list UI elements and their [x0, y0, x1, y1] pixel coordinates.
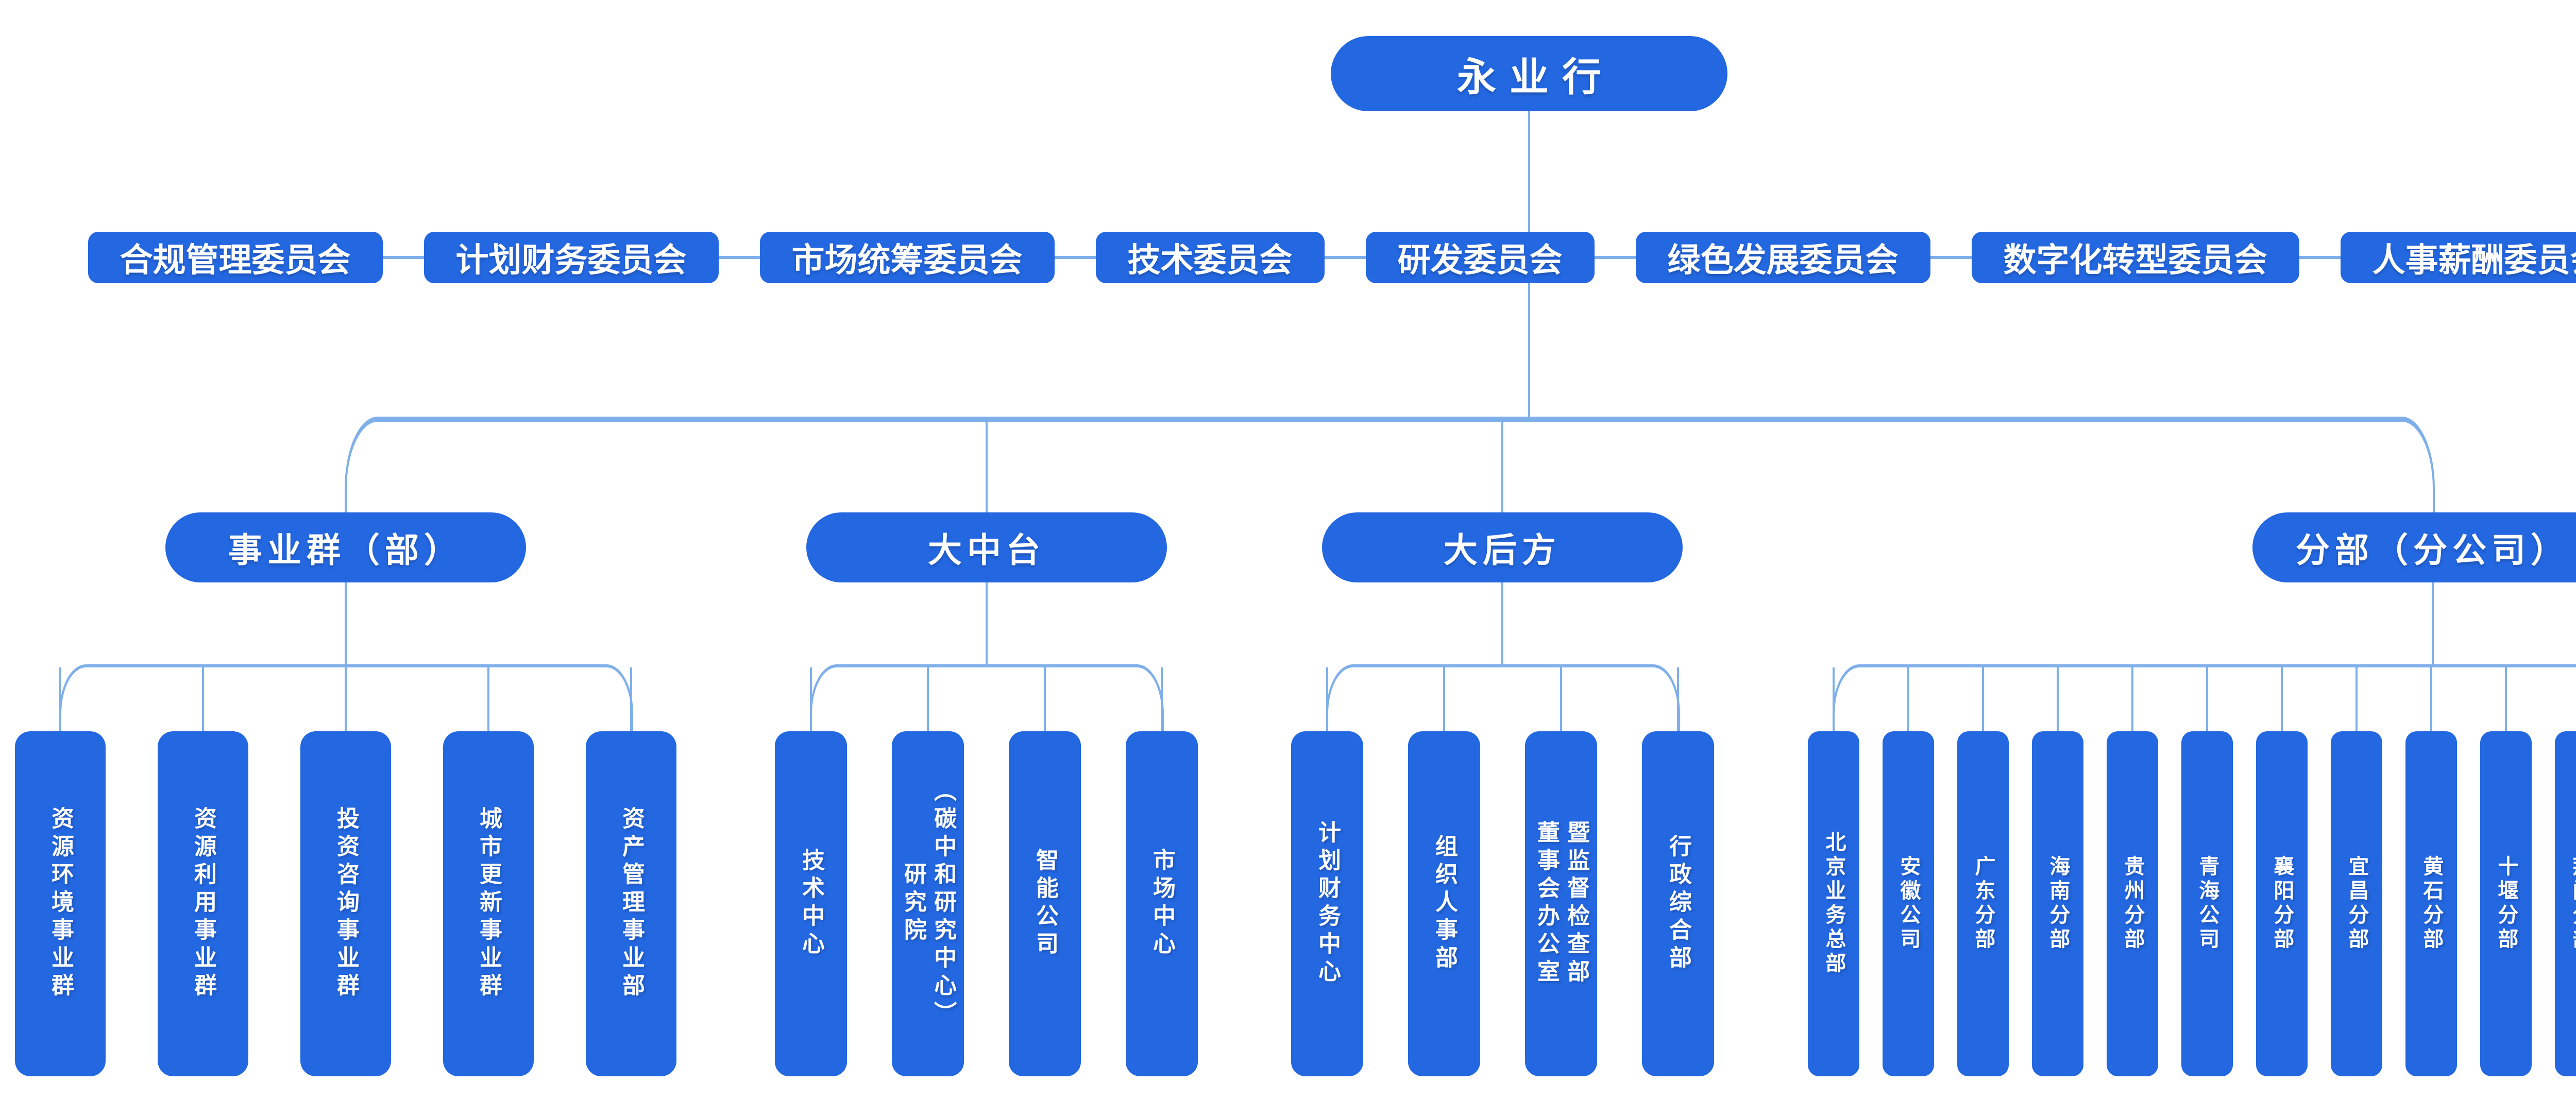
leaf-label: 行政综合部	[1666, 834, 1691, 973]
leaf-row-back-office: 计划财务中心 组织人事部 董事会办公室 暨监督检查部 行政综合部	[1291, 667, 1714, 1076]
leaf-label: 北京业务总部	[1822, 831, 1845, 976]
leaf-label: 十堰分部	[2495, 855, 2518, 952]
leaf-label: 宜昌分部	[2345, 855, 2368, 952]
committee-node: 人事薪酬委员会	[2340, 232, 2576, 283]
leaf-label: 组织人事部	[1432, 834, 1458, 973]
leaf-node: 贵州分部	[2107, 667, 2158, 1076]
leaf-node: 十堰分部	[2480, 667, 2532, 1076]
leaf-label: 海南分部	[2046, 855, 2070, 952]
leaf-label: 资产管理事业部	[619, 806, 645, 1001]
leaf-label: 技术中心	[799, 848, 824, 959]
branch-node: 大中台	[806, 422, 1167, 664]
leaf-label: 广东分部	[1972, 855, 1995, 952]
leaf-node: 城市更新事业群	[443, 667, 534, 1076]
leaf-node: 宜昌分部	[2331, 667, 2382, 1076]
leaf-label: 董事会办公室 暨监督检查部	[1534, 820, 1589, 987]
leaf-node: 青海公司	[2181, 667, 2233, 1076]
leaf-label: 荆门分部	[2569, 855, 2576, 952]
leaf-label: 贵州分部	[2121, 855, 2144, 952]
leaf-label: 城市更新事业群	[476, 806, 502, 1001]
leaf-label: 安徽公司	[1897, 855, 1920, 952]
committee-node: 绿色发展委员会	[1635, 232, 1930, 283]
root-node: 永业行	[1331, 36, 1727, 111]
leaf-label: 资源利用事业群	[191, 806, 216, 1001]
committee-row: 合规管理委员会 计划财务委员会 市场统筹委员会 技术委员会 研发委员会 绿色发展…	[0, 232, 2576, 283]
leaf-node: 计划财务中心	[1291, 667, 1363, 1076]
leaf-node: 研究院 （碳中和研究中心）	[892, 667, 964, 1076]
leaf-node: 资产管理事业部	[586, 667, 676, 1076]
leaf-node: 董事会办公室 暨监督检查部	[1525, 667, 1597, 1076]
leaf-node: 北京业务总部	[1808, 667, 1859, 1076]
leaf-label: 计划财务中心	[1315, 820, 1341, 987]
committee-node: 研发委员会	[1365, 232, 1595, 283]
branch-node: 大后方	[1322, 422, 1683, 664]
leaf-row-regional-branches: 北京业务总部 安徽公司 广东分部 海南分部 贵州分部 青海公司 襄阳分部 宜昌分…	[1808, 667, 2576, 1076]
committee-node: 数字化转型委员会	[1971, 232, 2299, 283]
leaf-node: 黄石分部	[2405, 667, 2457, 1076]
leaf-label: 青海公司	[2196, 855, 2219, 952]
leaf-node: 资源利用事业群	[158, 667, 248, 1076]
committee-node: 计划财务委员会	[423, 232, 719, 283]
leaf-node: 市场中心	[1126, 667, 1198, 1076]
leaf-node: 技术中心	[775, 667, 847, 1076]
leaf-label: 研究院 （碳中和研究中心）	[901, 779, 956, 1029]
leaf-node: 资源环境事业群	[15, 667, 106, 1076]
leaf-node: 安徽公司	[1883, 667, 1934, 1076]
leaf-node: 组织人事部	[1408, 667, 1480, 1076]
committee-node: 合规管理委员会	[88, 232, 383, 283]
leaf-node: 行政综合部	[1642, 667, 1714, 1076]
leaf-label: 黄石分部	[2420, 855, 2443, 952]
committee-node: 市场统筹委员会	[759, 232, 1055, 283]
leaf-node: 投资咨询事业群	[300, 667, 391, 1076]
leaf-node: 智能公司	[1009, 667, 1081, 1076]
leaf-row-middle-platform: 技术中心 研究院 （碳中和研究中心） 智能公司 市场中心	[775, 667, 1198, 1076]
connector-level1-bus	[345, 417, 2435, 512]
leaf-node: 海南分部	[2032, 667, 2083, 1076]
leaf-node: 广东分部	[1957, 667, 2009, 1076]
leaf-label: 市场中心	[1149, 848, 1175, 959]
committee-node: 技术委员会	[1095, 232, 1325, 283]
connector-branch-bus-3	[1833, 664, 2576, 731]
leaf-label: 智能公司	[1032, 848, 1058, 959]
leaf-label: 资源环境事业群	[48, 806, 74, 1001]
connector-branch-bus-1	[810, 664, 1164, 731]
branch-node: 分部（分公司）	[2252, 512, 2576, 664]
leaf-label: 襄阳分部	[2270, 855, 2294, 952]
leaf-node: 襄阳分部	[2256, 667, 2308, 1076]
leaf-label: 投资咨询事业群	[333, 806, 359, 1001]
branch-node: 事业群（部）	[165, 512, 526, 664]
leaf-row-business-groups: 资源环境事业群 资源利用事业群 投资咨询事业群 城市更新事业群 资产管理事业部	[15, 667, 676, 1076]
leaf-node: 荆门分部	[2555, 731, 2576, 1076]
connector-branch-bus-2	[1326, 664, 1680, 731]
